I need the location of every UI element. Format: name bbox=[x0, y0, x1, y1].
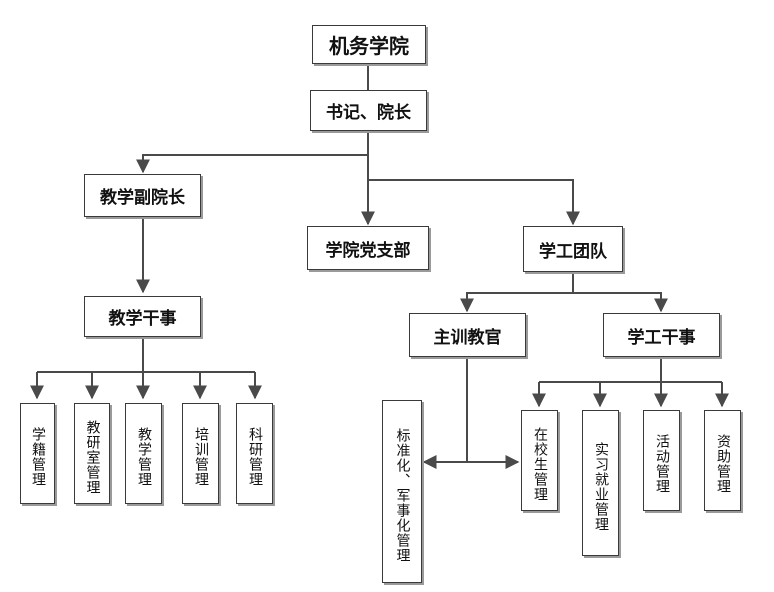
leaf-financial-aid-management: 资助管理 bbox=[704, 410, 741, 511]
leaf-internship-employment: 实习就业管理 bbox=[582, 410, 619, 556]
leaf-standardized-management: 标准化、军事化管理 bbox=[382, 400, 422, 583]
leaf-student-records: 学籍管理 bbox=[20, 403, 55, 504]
node-secretary: 书记、院长 bbox=[310, 90, 427, 131]
leaf-teaching-management: 教学管理 bbox=[125, 403, 162, 504]
node-root: 机务学院 bbox=[312, 25, 426, 64]
node-student-team: 学工团队 bbox=[523, 226, 623, 272]
node-vice-dean: 教学副院长 bbox=[84, 174, 201, 217]
leaf-research-management: 科研管理 bbox=[236, 403, 273, 504]
leaf-enrolled-students: 在校生管理 bbox=[521, 410, 558, 511]
node-chief-instructor: 主训教官 bbox=[409, 313, 526, 357]
node-student-officer: 学工干事 bbox=[603, 313, 720, 357]
node-teaching-officer: 教学干事 bbox=[84, 296, 201, 337]
leaf-activity-management: 活动管理 bbox=[643, 410, 680, 511]
leaf-training-management: 培训管理 bbox=[182, 403, 219, 504]
leaf-teaching-research-office: 教研室管理 bbox=[74, 403, 110, 504]
node-party-branch: 学院党支部 bbox=[307, 226, 429, 270]
